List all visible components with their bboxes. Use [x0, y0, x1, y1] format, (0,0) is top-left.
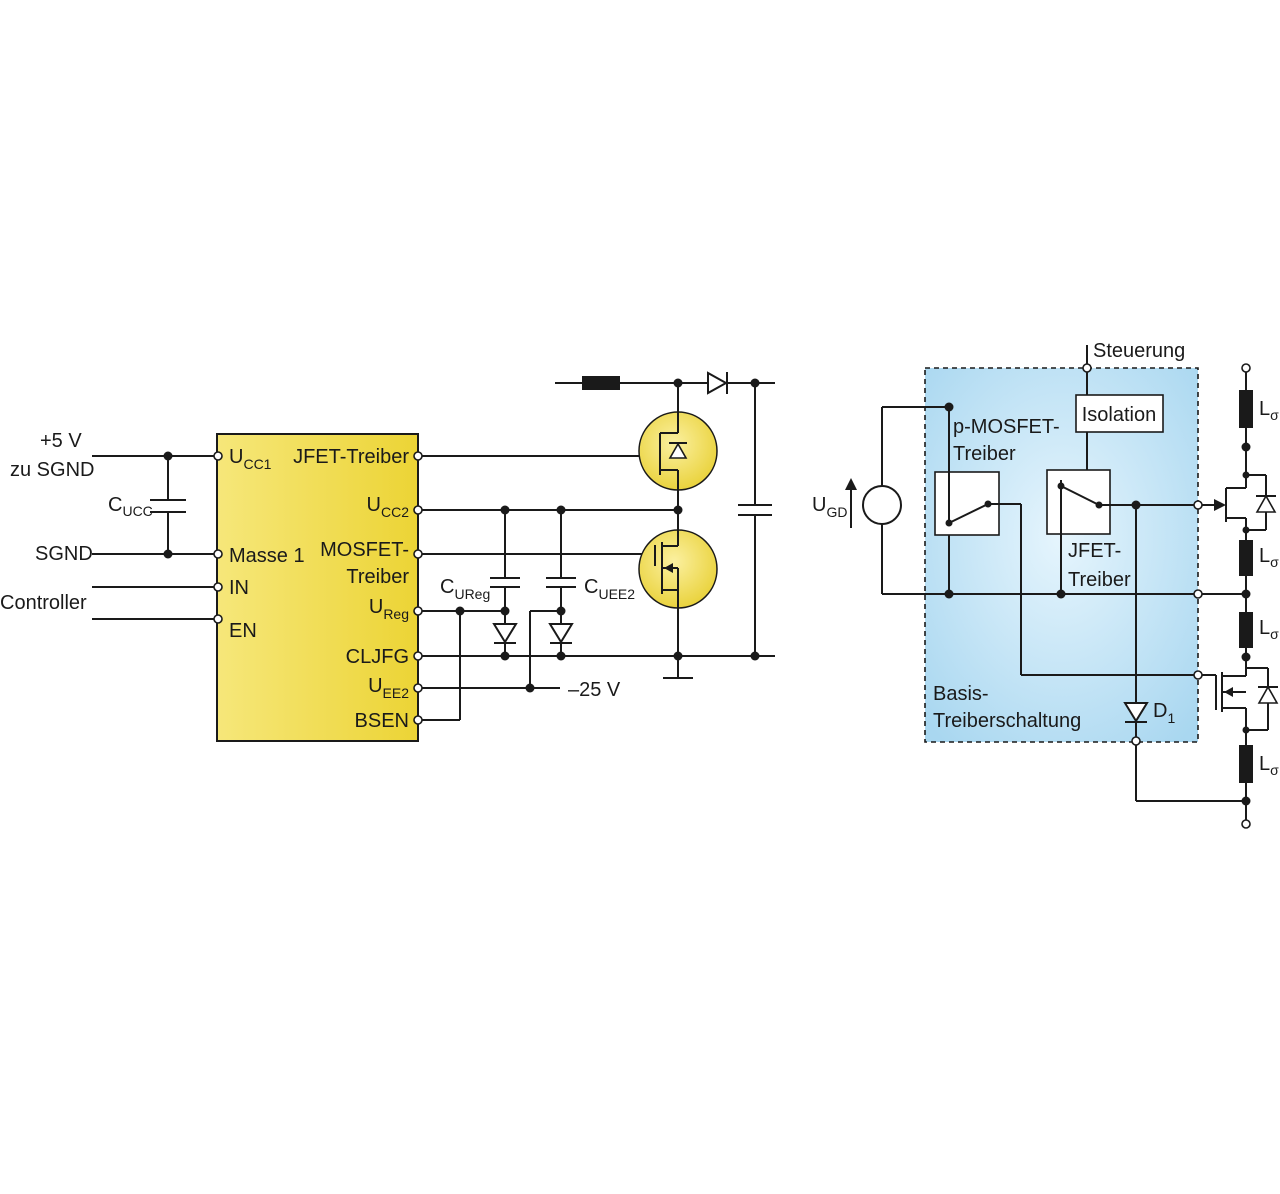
d1-label: D1	[1153, 700, 1175, 726]
jfet-transistor	[638, 411, 718, 491]
pin-ureg: UReg	[369, 596, 409, 622]
supply-ref-label: zu SGND	[10, 459, 94, 481]
mosfet-transistor	[638, 529, 718, 609]
pin-en: EN	[229, 620, 257, 642]
ugd-label: UGD	[812, 494, 847, 520]
pin-mosfet-1: MOSFET-	[320, 539, 409, 561]
pin-ucc2: UCC2	[367, 494, 410, 520]
jfet-driver-switch	[1046, 469, 1194, 535]
l-sigma-label-3: Lσ	[1259, 617, 1279, 642]
driver-ic	[216, 433, 419, 742]
isolation-label: Isolation	[1082, 404, 1157, 426]
left-wiring	[422, 371, 775, 721]
pmosfet-label-1: p-MOSFET-	[953, 416, 1060, 438]
jfet-driver-label-2: Treiber	[1068, 569, 1131, 591]
ic-left-pins	[213, 451, 223, 624]
neg-voltage-label: –25 V	[568, 679, 621, 701]
pin-mosfet-2: Treiber	[346, 566, 409, 588]
pin-ucc1: UCC1	[229, 446, 272, 472]
sgnd-label: SGND	[35, 543, 93, 565]
cureg-label: CUReg	[440, 576, 490, 602]
input-wires	[92, 451, 214, 620]
pin-cljfg: CLJFG	[346, 646, 409, 668]
supply-label: +5 V	[40, 430, 82, 452]
cucc-label: CUCC	[108, 494, 153, 519]
cuee2-label: CUEE2	[584, 576, 635, 602]
pmosfet-label-2: Treiber	[953, 443, 1016, 465]
basis-label-2: Treiberschaltung	[933, 710, 1081, 732]
right-wiring	[881, 402, 1246, 802]
l-sigma-label-4: Lσ	[1259, 753, 1279, 778]
pin-bsen: BSEN	[355, 710, 409, 732]
l-sigma-label-2: Lσ	[1259, 545, 1279, 570]
pin-in: IN	[229, 577, 249, 599]
pin-jfet-treiber: JFET-Treiber	[293, 446, 409, 468]
pin-uee2: UEE2	[368, 675, 409, 701]
pmosfet-driver-switch	[934, 471, 1021, 536]
basis-label-1: Basis-	[933, 683, 989, 705]
left-circuit: +5 V zu SGND SGND Controller CUCC UCC1 M…	[0, 371, 775, 742]
pin-masse: Masse 1	[229, 545, 305, 567]
right-circuit: Steuerung Isolation UGD p-MOSFET- Treibe…	[812, 340, 1279, 829]
l-sigma-label-1: Lσ	[1259, 398, 1279, 423]
power-stage	[1215, 363, 1279, 829]
steuerung-label: Steuerung	[1093, 340, 1185, 362]
isolation-block	[1075, 394, 1164, 433]
jfet-driver-label-1: JFET-	[1068, 540, 1121, 562]
ugd-source	[845, 478, 902, 528]
controller-label: Controller	[0, 592, 87, 614]
